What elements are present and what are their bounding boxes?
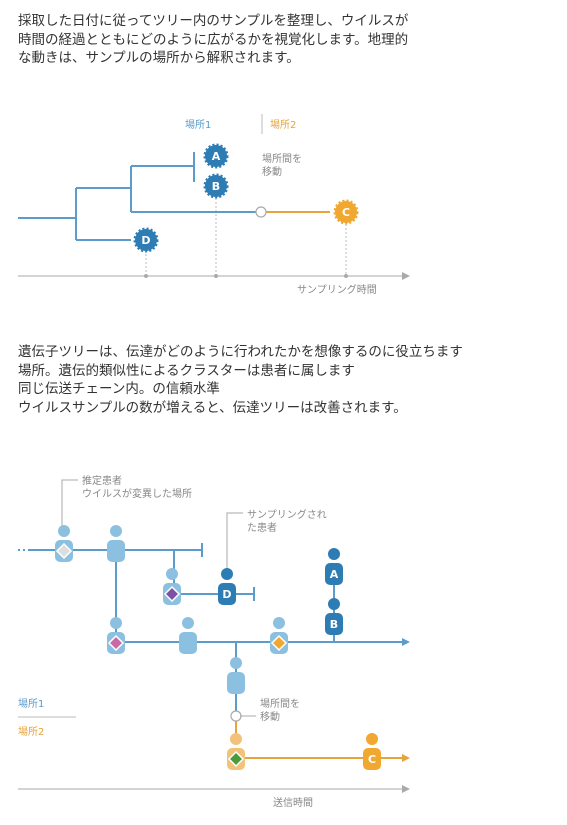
sampled-patient-a: A [325,548,343,585]
intro-paragraph: 採取した日付に従ってツリー内のサンプルを整理し、ウイルスが 時間の経過とともにど… [18,12,408,68]
sample-c-label: C [342,206,350,219]
sampled-patient-d: D [218,568,236,605]
move-marker [230,710,242,722]
intro-line: な動きは、サンプルの場所から解釈されます。 [18,50,300,66]
inferred-patient-purple [163,568,181,605]
sample-node-c: C [333,199,359,225]
transmission-paragraph: 遺伝子ツリーは、伝達がどのように行われたかを想像するのに役立ちます 場所。遺伝的… [18,343,463,417]
move-label: 場所間を [260,697,300,710]
transmission-line: 場所。遺伝的類似性によるクラスターは患者に属します [18,362,355,379]
patient [227,657,245,694]
inferred-label: ウイルスが変異した場所 [82,487,192,500]
location2-legend: 場所2 [18,725,44,738]
location1-legend: 場所1 [18,697,44,710]
sampled-label: サンプリングされ [247,508,327,521]
sample-node-a: A [203,143,229,169]
axis-tick [344,274,348,278]
intro-line: 採取した日付に従ってツリー内のサンプルを整理し、ウイルスが [18,13,409,29]
inferred-callout-line [61,479,78,530]
sample-node-b: B [203,173,229,199]
sampled-patient-c: C [363,733,381,770]
phylogenetic-tree-diagram: 場所1 場所2 場所間を 移動 A B C D サンプリング時間 [18,114,410,296]
move-label: 移動 [262,165,282,178]
location2-label: 場所2 [270,118,296,131]
inferred-patient-orange [270,617,288,654]
transmission-lines [18,543,402,712]
move-label: 移動 [260,710,280,723]
sampled-callout-line [226,512,243,568]
intro-line: 時間の経過とともにどのように広がるかを視覚化します。地理的 [18,31,409,48]
axis-tick [214,274,218,278]
sample-c-label: C [368,753,376,766]
sample-node-d: D [133,227,159,253]
sampled-label: た患者 [247,522,277,534]
axis-label: サンプリング時間 [297,283,377,296]
axis-tick [144,274,148,278]
transmission-line: ウイルスサンプルの数が増えると、伝達ツリーは改善されます。 [18,399,407,416]
sample-a-label: A [330,568,339,581]
sample-d-label: D [222,588,231,601]
transmission-line: 遺伝子ツリーは、伝達がどのように行われたかを想像するのに役立ちます [18,344,463,360]
location1-label: 場所1 [185,118,211,131]
inferred-patient-pink [107,617,125,654]
patient [107,525,125,562]
inferred-patient-green [227,733,245,770]
sampled-patient-b: B [325,598,343,635]
move-label: 場所間を [262,152,302,165]
sample-b-label: B [330,618,338,631]
transmission-line: 同じ伝送チェーン内。の信頼水準 [18,381,220,397]
sample-a-label: A [212,150,221,163]
transmission-chain-diagram: 推定患者 ウイルスが変異した場所 サンプリングされ た患者 場所間を 移動 [18,474,410,809]
axis-arrow-icon [402,785,410,793]
move-marker [255,206,267,218]
tree-branches [18,152,256,241]
sample-d-label: D [141,234,150,247]
chain-arrow-icon [402,638,410,646]
inferred-label: 推定患者 [82,474,122,487]
sample-b-label: B [212,180,220,193]
axis-arrow-icon [402,272,410,280]
orange-arrow-icon [402,754,410,762]
axis-label: 送信時間 [273,796,313,809]
patient [179,617,197,654]
inferred-patient [55,525,73,562]
